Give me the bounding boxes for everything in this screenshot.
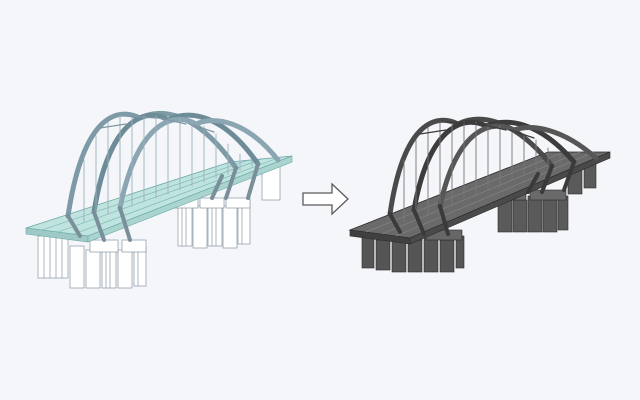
left-arches: [65, 110, 281, 242]
left-bridge-wireframe: [25, 110, 293, 289]
right-arches: [387, 116, 599, 236]
left-pier-group-front: [37, 235, 147, 289]
left-deck: [25, 155, 293, 243]
left-pier-group-back: [171, 163, 281, 249]
right-arrow-icon: [302, 182, 349, 216]
right-bridge-shaded: [348, 116, 611, 273]
